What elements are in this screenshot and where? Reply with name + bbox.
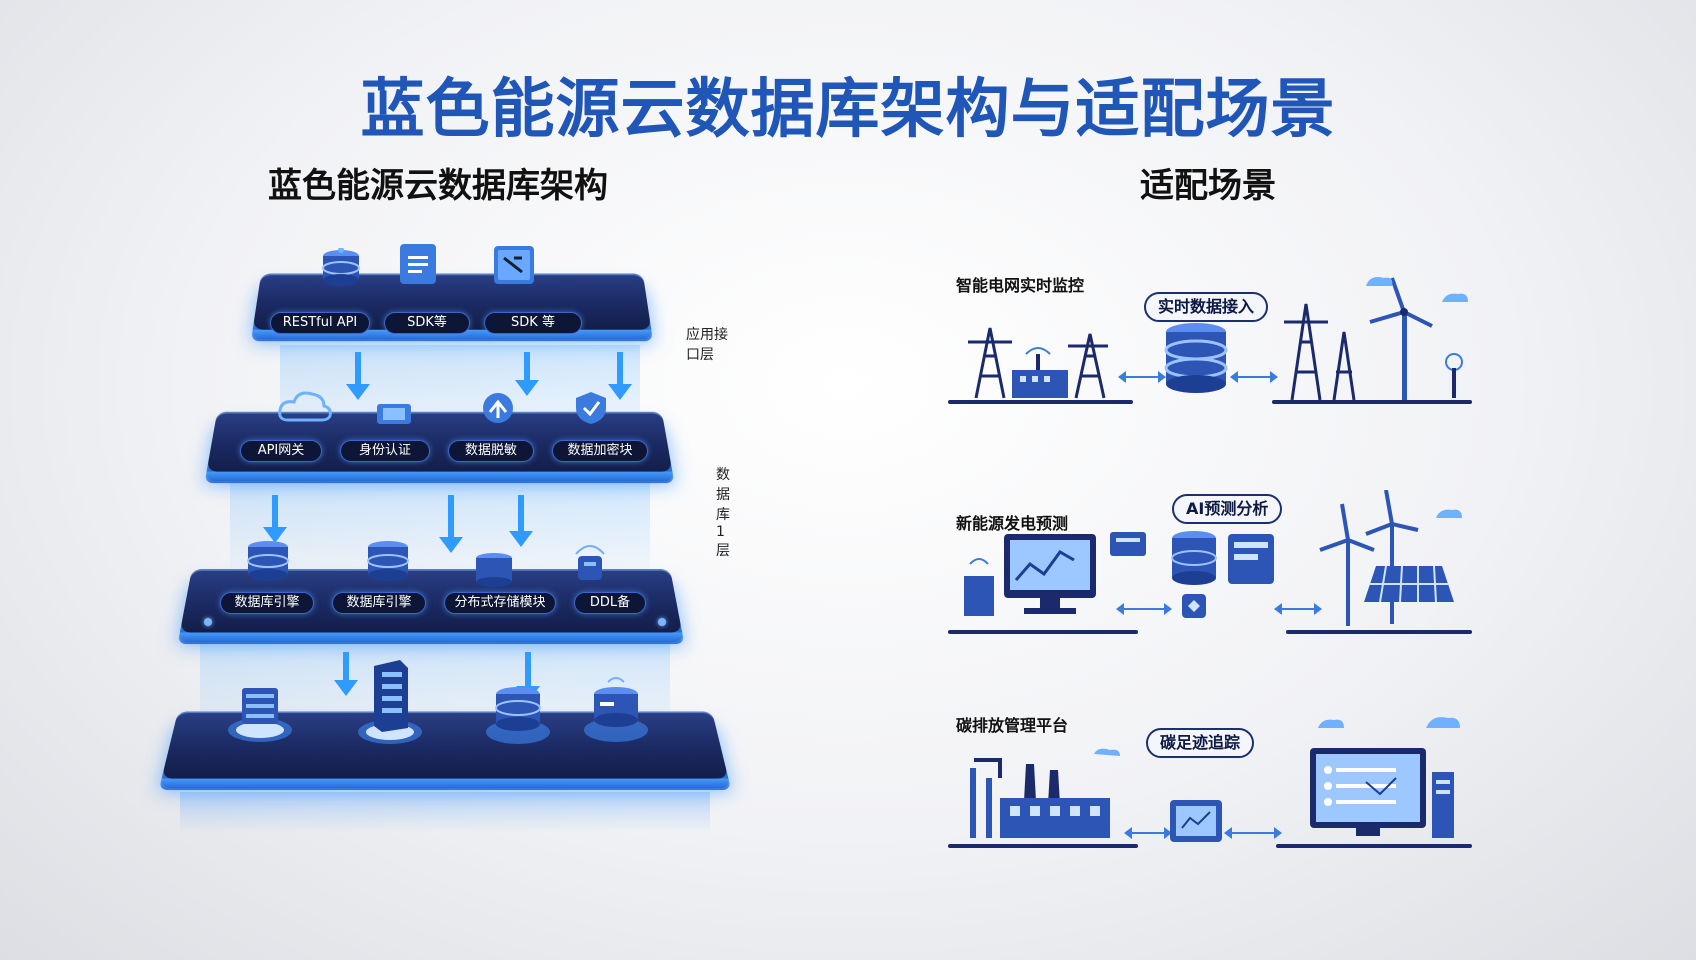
flow-arrow — [509, 495, 533, 547]
solar-panel-icon — [1319, 490, 1462, 626]
reflection — [180, 792, 710, 832]
ground-line — [948, 630, 1138, 634]
factory-icon — [970, 748, 1120, 838]
scenarios-heading: 适配场景 — [1140, 166, 1276, 206]
monitor-icon — [964, 532, 1146, 616]
router-icon — [568, 540, 612, 582]
ground-line — [948, 844, 1138, 848]
chip-restful-api: RESTful API — [270, 312, 370, 334]
cloud-icon — [278, 390, 332, 424]
database-icon — [246, 540, 290, 582]
data-link — [1124, 827, 1172, 839]
scenario-pill: AI预测分析 — [1172, 494, 1283, 524]
label-application-layer: 应用接口层 — [686, 327, 728, 363]
scenario-label: 碳排放管理平台 — [956, 716, 1069, 735]
ground-line — [948, 400, 1133, 404]
flow-arrow — [608, 352, 632, 400]
database-icon — [320, 248, 362, 288]
scenario-renewable-forecast: 新能源发电预测 AI预测分析 — [946, 490, 1476, 644]
server-icon — [226, 680, 294, 744]
chip-api-gateway: API网关 — [240, 440, 322, 462]
architecture-stack: RESTful API SDK等 SDK 等 应用接口层 API网关 身份认证 … — [161, 240, 730, 840]
data-link — [1224, 827, 1282, 839]
scenario-label: 智能电网实时监控 — [956, 276, 1085, 295]
identity-icon — [375, 400, 413, 426]
cloud-icon — [480, 392, 516, 424]
ground-line — [1276, 844, 1472, 848]
flow-arrow — [439, 495, 463, 553]
data-link — [1230, 371, 1278, 383]
chip-identity-auth: 身份认证 — [340, 440, 430, 462]
label-database-layer: 数据库1层 — [716, 467, 730, 559]
architecture-heading: 蓝色能源云数据库架构 — [268, 166, 608, 206]
tracker-device-icon — [1170, 800, 1222, 842]
monitor-icon — [1310, 717, 1460, 838]
chip-backup: DDL备 — [574, 592, 646, 614]
chip-data-encryption: 数据加密块 — [552, 440, 648, 462]
wind-turbine-icon — [1284, 277, 1468, 401]
database-icon — [366, 540, 410, 582]
iot-hub-icon — [582, 672, 650, 744]
glow-dot — [204, 618, 212, 626]
server-rack-icon — [356, 656, 424, 746]
light-beam — [230, 470, 650, 570]
chip-db-engine-1: 数据库引擎 — [220, 592, 314, 614]
database-icon — [484, 682, 552, 746]
shield-icon — [574, 390, 608, 426]
scenario-label: 新能源发电预测 — [956, 514, 1069, 533]
data-link — [1274, 603, 1322, 615]
scenario-smart-grid: 智能电网实时监控 实时数据接入 — [946, 270, 1476, 420]
ground-line — [1272, 400, 1472, 404]
chip-data-masking: 数据脱敏 — [448, 440, 534, 462]
code-icon — [492, 244, 536, 286]
page-title: 蓝色能源云数据库架构与适配场景 — [360, 73, 1336, 147]
ground-line — [1286, 630, 1472, 634]
chip-db-engine-2: 数据库引擎 — [332, 592, 426, 614]
flow-arrow — [515, 352, 539, 396]
power-tower-icon — [968, 327, 1108, 399]
chip-distributed-storage: 分布式存储模块 — [444, 592, 556, 614]
data-link — [1118, 371, 1166, 383]
flow-arrow — [346, 352, 370, 400]
glow-dot — [658, 618, 666, 626]
chip-sdk-etc: SDK 等 — [484, 312, 582, 334]
flow-arrow — [334, 652, 358, 696]
ai-database-icon — [1171, 531, 1274, 618]
scenario-pill: 实时数据接入 — [1144, 292, 1269, 322]
data-link — [1116, 603, 1172, 615]
document-icon — [398, 242, 438, 286]
chip-sdk: SDK等 — [384, 312, 470, 334]
flow-arrow — [263, 495, 287, 543]
scenario-carbon-platform: 碳排放管理平台 碳足迹追踪 — [946, 712, 1476, 862]
scenario-pill: 碳足迹追踪 — [1146, 728, 1255, 758]
database-icon — [1164, 323, 1228, 393]
database-icon — [474, 552, 514, 588]
